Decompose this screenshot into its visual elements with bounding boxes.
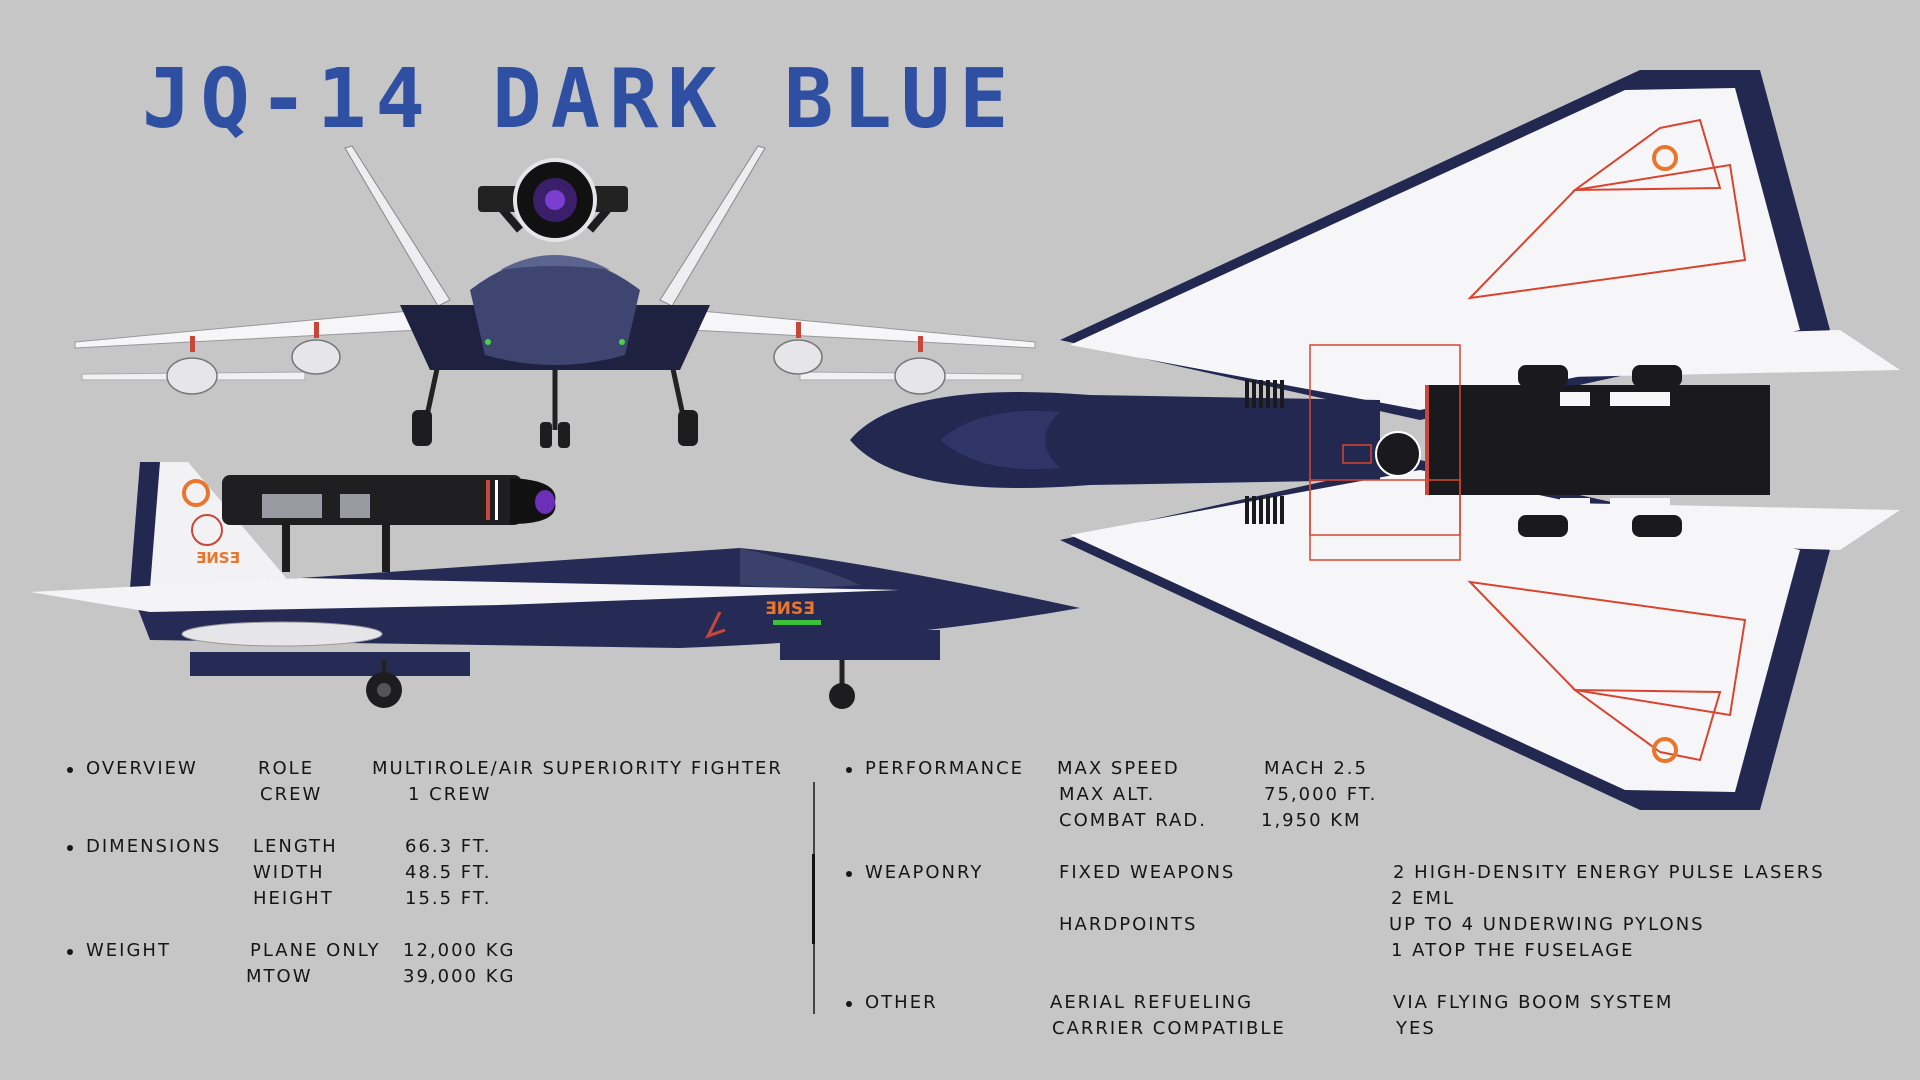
combat-radius-value: 1,950 KM bbox=[1261, 810, 1362, 831]
role-value: MULTIROLE/AIR SUPERIORITY FIGHTER bbox=[372, 758, 783, 779]
hardpoints-value-1: UP TO 4 UNDERWING PYLONS bbox=[1389, 914, 1705, 935]
weaponry-label: WEAPONRY bbox=[865, 862, 984, 883]
max-speed-value: MACH 2.5 bbox=[1264, 758, 1368, 779]
crew-value: 1 CREW bbox=[408, 784, 492, 805]
fixed-weapons-label: FIXED WEAPONS bbox=[1059, 862, 1236, 883]
max-alt-value: 75,000 FT. bbox=[1264, 784, 1378, 805]
carrier-compatible-label: CARRIER COMPATIBLE bbox=[1052, 1018, 1286, 1039]
bullet-icon bbox=[67, 949, 73, 955]
mtow-label: MTOW bbox=[246, 966, 313, 987]
height-label: HEIGHT bbox=[253, 888, 334, 909]
carrier-compatible-value: YES bbox=[1396, 1018, 1436, 1039]
plane-only-value: 12,000 KG bbox=[403, 940, 516, 961]
hardpoints-value-2: 1 ATOP THE FUSELAGE bbox=[1391, 940, 1635, 961]
weight-label: WEIGHT bbox=[86, 940, 171, 961]
performance-label: PERFORMANCE bbox=[865, 758, 1025, 779]
fixed-weapons-value-1: 2 HIGH-DENSITY ENERGY PULSE LASERS bbox=[1393, 862, 1825, 883]
aerial-refueling-label: AERIAL REFUELING bbox=[1050, 992, 1254, 1013]
hardpoints-label: HARDPOINTS bbox=[1059, 914, 1198, 935]
top-view bbox=[850, 70, 1900, 810]
tail-logo: ƎИSƎ bbox=[196, 549, 240, 567]
bullet-icon bbox=[846, 767, 852, 773]
fixed-weapons-value-2: 2 EML bbox=[1391, 888, 1456, 909]
max-alt-label: MAX ALT. bbox=[1059, 784, 1156, 805]
bullet-icon bbox=[846, 1001, 852, 1007]
side-view: ƎИSƎ ƎИSƎ bbox=[30, 462, 1080, 709]
role-label: ROLE bbox=[258, 758, 315, 779]
page-title: JQ-14 DARK BLUE bbox=[142, 52, 1018, 147]
height-value: 15.5 FT. bbox=[405, 888, 492, 909]
dimensions-label: DIMENSIONS bbox=[86, 836, 222, 857]
other-label: OTHER bbox=[865, 992, 938, 1013]
front-view bbox=[74, 145, 1036, 448]
fuselage-logo: ƎИSƎ bbox=[765, 599, 815, 619]
bullet-icon bbox=[67, 845, 73, 851]
column-divider-accent bbox=[812, 854, 815, 944]
width-label: WIDTH bbox=[253, 862, 325, 883]
mtow-value: 39,000 KG bbox=[403, 966, 516, 987]
length-label: LENGTH bbox=[253, 836, 338, 857]
aerial-refueling-value: VIA FLYING BOOM SYSTEM bbox=[1393, 992, 1674, 1013]
plane-only-label: PLANE ONLY bbox=[250, 940, 381, 961]
overview-label: OVERVIEW bbox=[86, 758, 198, 779]
crew-label: CREW bbox=[260, 784, 323, 805]
width-value: 48.5 FT. bbox=[405, 862, 492, 883]
max-speed-label: MAX SPEED bbox=[1057, 758, 1180, 779]
combat-radius-label: COMBAT RAD. bbox=[1059, 810, 1207, 831]
bullet-icon bbox=[846, 871, 852, 877]
length-value: 66.3 FT. bbox=[405, 836, 492, 857]
bullet-icon bbox=[67, 767, 73, 773]
